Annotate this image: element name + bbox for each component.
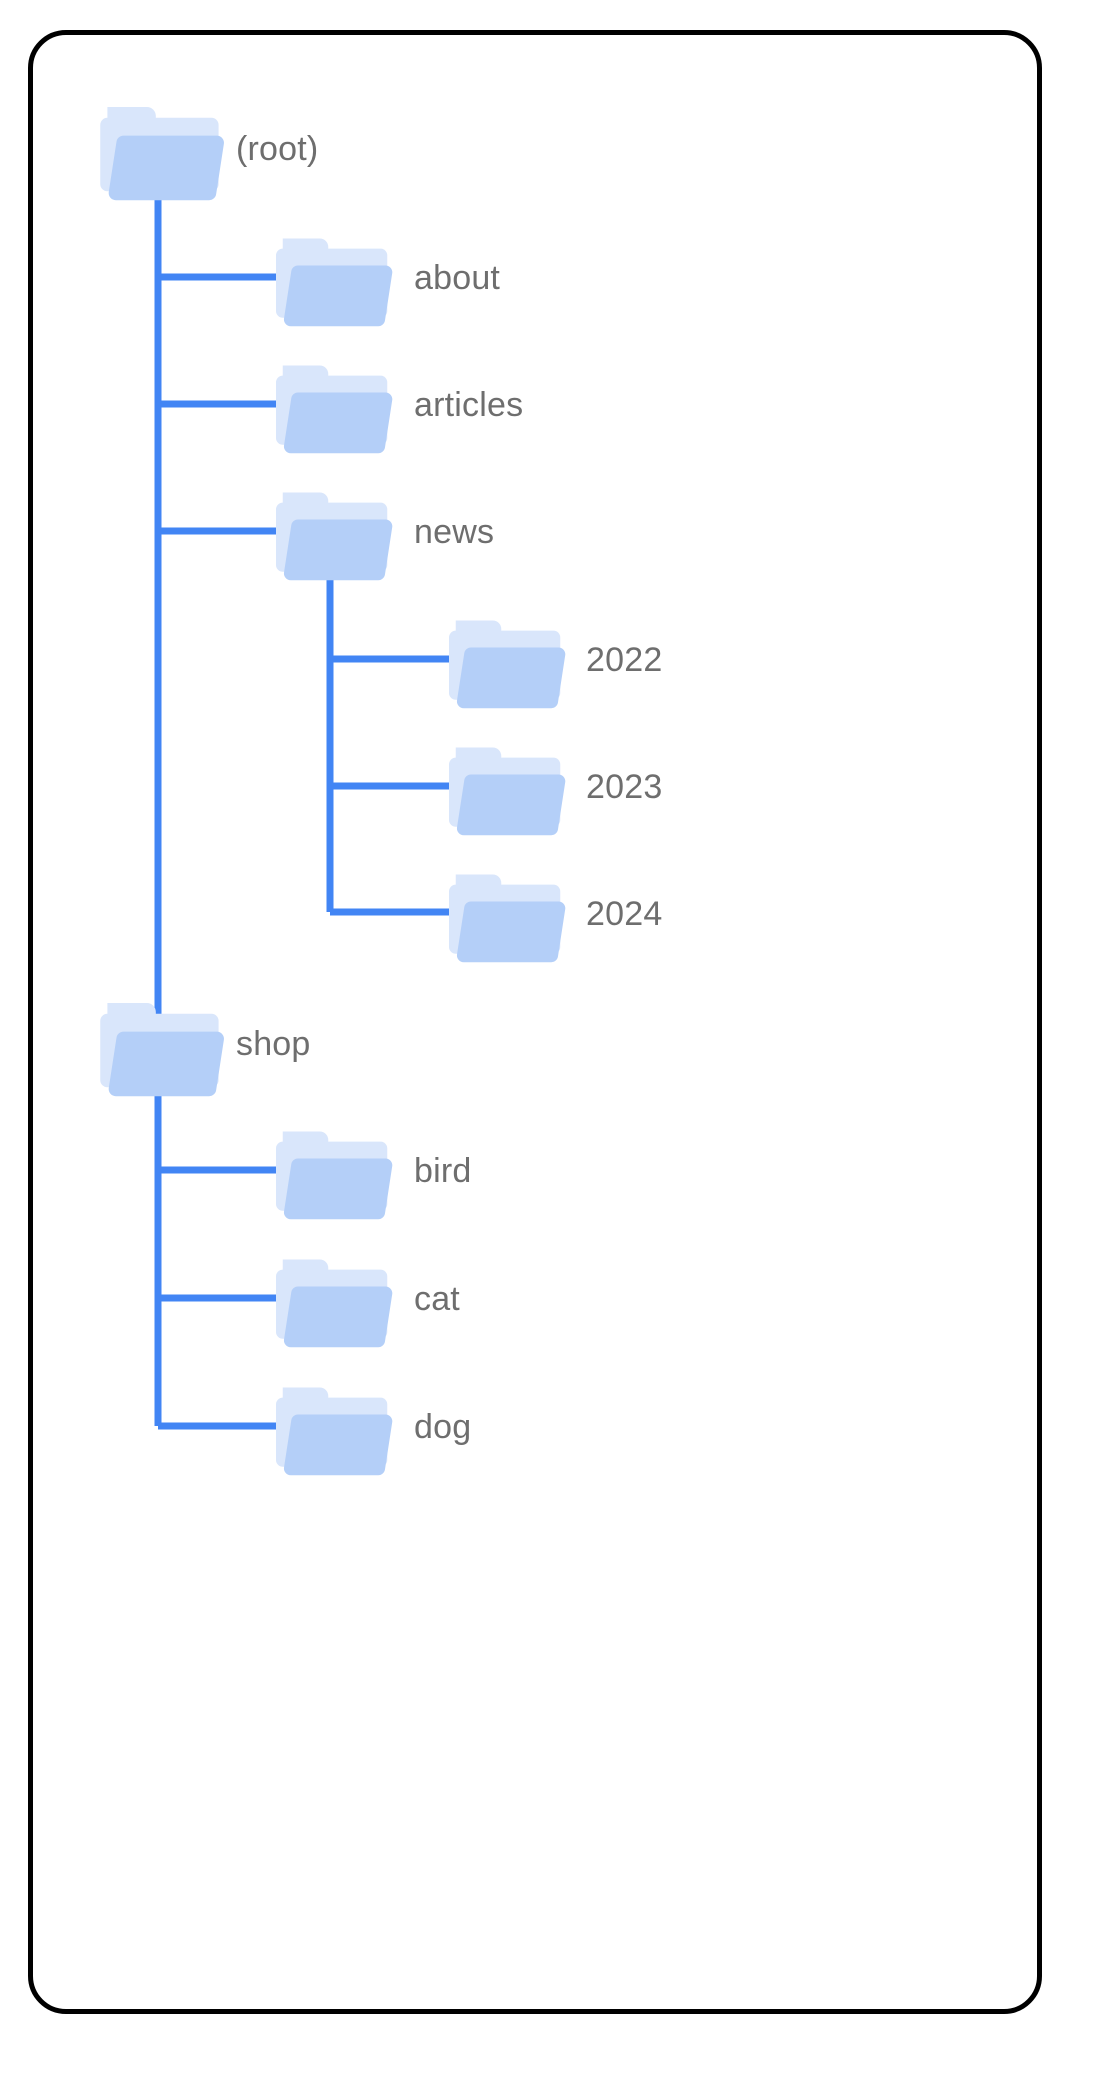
node-label-shop: shop — [236, 1025, 311, 1063]
folder-icon-articles[interactable] — [276, 365, 393, 454]
folder-icon-2022[interactable] — [449, 620, 566, 709]
node-label-2023: 2023 — [586, 768, 663, 806]
node-label-root: (root) — [236, 130, 319, 168]
node-label-2022: 2022 — [586, 641, 663, 679]
folder-icon-shop[interactable] — [100, 1002, 224, 1097]
node-label-bird: bird — [414, 1152, 472, 1190]
node-label-dog: dog — [414, 1408, 472, 1446]
folder-icon-about[interactable] — [276, 238, 393, 327]
node-label-articles: articles — [414, 386, 524, 424]
node-label-2024: 2024 — [586, 895, 663, 933]
folder-icon-bird[interactable] — [276, 1131, 393, 1220]
node-label-news: news — [414, 513, 495, 551]
folder-icon-2024[interactable] — [449, 874, 566, 963]
folder-icon-news[interactable] — [276, 492, 393, 581]
folder-icon-root[interactable] — [100, 106, 224, 201]
folder-icon-dog[interactable] — [276, 1387, 393, 1476]
node-label-cat: cat — [414, 1280, 460, 1318]
node-label-about: about — [414, 259, 501, 297]
folder-icon-2023[interactable] — [449, 747, 566, 836]
folder-icon-cat[interactable] — [276, 1259, 393, 1348]
